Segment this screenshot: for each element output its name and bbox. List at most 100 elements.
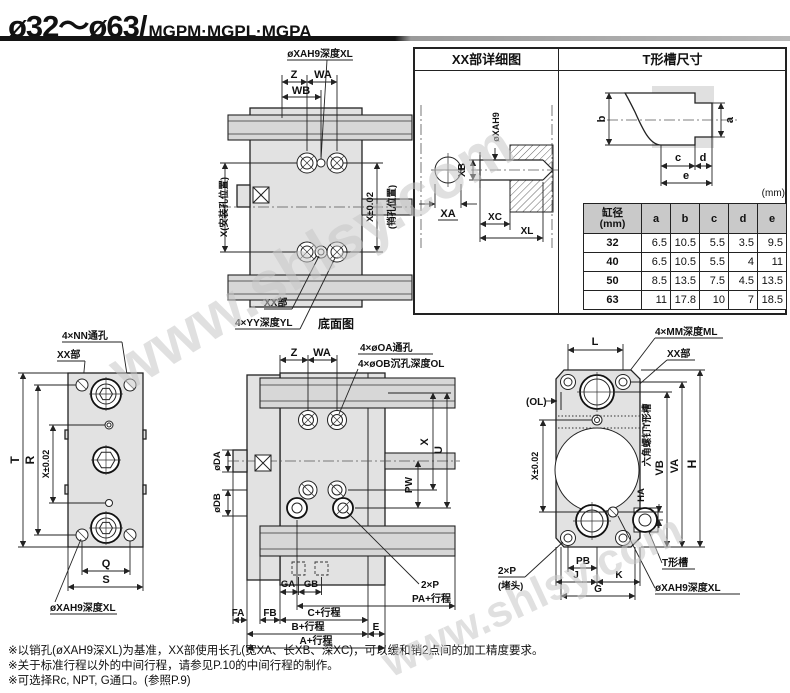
guide-rod-bottom xyxy=(259,525,456,557)
end-view-drawing: 4×NN通孔 XX部 xyxy=(8,329,147,615)
rod-bolt-bottom xyxy=(89,511,123,545)
dim-label-x-tol: X±0.02 xyxy=(530,452,540,480)
dim-label-xb: XB xyxy=(457,163,468,177)
value-cell: 13.5 xyxy=(757,271,787,291)
port-holes xyxy=(286,497,354,519)
rod-circle-bottom xyxy=(573,502,611,540)
bore-label: 缸径 xyxy=(602,206,623,219)
port-symbol xyxy=(252,186,270,204)
footnote: ※可选择Rc, NPT, G通口。(参照P.9) xyxy=(8,675,191,687)
callout-2xp: 2×P xyxy=(421,580,439,591)
callout-pin-hole: øXAH9深度XL xyxy=(50,601,116,614)
dim-label-gb: GB xyxy=(304,579,318,590)
value-cell: 4 xyxy=(728,252,758,272)
bore-cell: 63 xyxy=(583,290,642,310)
dim-label-j: J xyxy=(573,570,579,581)
tslot-table: (mm) 缸径 (mm) a b c d e 32 6.5 10.5 5.5 3… xyxy=(583,188,787,310)
bolt-holes-bottom xyxy=(296,241,348,263)
value-cell: 6.5 xyxy=(641,233,671,253)
dim-label-va: VA xyxy=(669,459,681,474)
port-symbol xyxy=(254,454,272,472)
dim-label-a: a xyxy=(724,116,736,123)
value-cell: 7.5 xyxy=(699,271,729,291)
top-corner-holes xyxy=(560,374,631,390)
callout-xx: XX部 xyxy=(667,347,690,360)
footnote: ※关于标准行程以外的中间行程，请参见P.10的中间行程的制作。 xyxy=(8,660,339,672)
value-cell: 17.8 xyxy=(670,290,700,310)
value-cell: 4.5 xyxy=(728,271,758,291)
front-view-drawing: L 4×MM深度ML XX部 xyxy=(498,325,740,600)
table-row: 40 6.5 10.5 5.5 4 11 xyxy=(583,252,787,272)
dim-label-ga: GA xyxy=(281,579,295,590)
thread-hole-hidden xyxy=(314,561,329,576)
mount-bolt-holes xyxy=(298,410,347,430)
guide-rod-circle xyxy=(577,372,617,412)
value-cell: 8.5 xyxy=(641,271,671,291)
callout-pin-hole: øXAH9深度XL xyxy=(655,581,721,594)
dim-label-s: S xyxy=(102,574,109,586)
value-cell: 5.5 xyxy=(699,252,729,272)
table-row: 32 6.5 10.5 5.5 3.5 9.5 xyxy=(583,233,787,253)
dim-label-xc: XC xyxy=(488,212,502,223)
value-cell: 18.5 xyxy=(757,290,787,310)
pin-hole-circle xyxy=(431,153,465,187)
value-cell: 3.5 xyxy=(728,233,758,253)
dim-label-pin-pos: (销孔位置) xyxy=(386,185,398,229)
counterbore-holes xyxy=(298,480,347,500)
dim-label-xa: XA xyxy=(440,208,455,220)
dim-label-fa: FA xyxy=(232,608,245,619)
thread-hole-hidden xyxy=(291,561,306,576)
dim-label-t: T xyxy=(8,456,22,464)
value-cell: 10.5 xyxy=(670,233,700,253)
value-cell: 6.5 xyxy=(641,252,671,272)
detail-panel: XX部详细图 T形槽尺寸 xyxy=(413,47,787,315)
dim-label-wa: WA xyxy=(314,69,332,81)
piston-rod-hex xyxy=(91,445,121,475)
dim-label-d: d xyxy=(700,152,707,164)
table-row: 50 8.5 13.5 7.5 4.5 13.5 xyxy=(583,271,787,291)
title-underline-bar xyxy=(0,36,790,41)
callout-pin-hole: øXAH9深度XL xyxy=(287,47,353,60)
dim-label-g: G xyxy=(594,584,602,595)
dim-label-ol: (OL) xyxy=(526,397,547,408)
callout-nn: 4×NN通孔 xyxy=(62,329,108,342)
panel-divider xyxy=(558,71,559,313)
value-cell: 11 xyxy=(757,252,787,272)
col-header-a: a xyxy=(641,203,671,234)
callout-yy: 4×YY深度YL xyxy=(235,316,293,329)
dim-label-z: Z xyxy=(291,69,298,81)
tslot-profile xyxy=(623,92,713,146)
pin-hole xyxy=(105,499,113,507)
xx-detail-header: XX部详细图 xyxy=(415,49,558,71)
side-view-drawing: Z WA 4×øOA通孔 4×øOB沉孔深度OL øDA øDB X U PW … xyxy=(212,341,460,652)
dim-label-x-tol: X±0.02 xyxy=(41,450,51,478)
bore-cell: 40 xyxy=(583,252,642,272)
tslot-profile-drawing: b a c d e xyxy=(596,86,737,187)
col-header-b: b xyxy=(670,203,700,234)
col-header-d: d xyxy=(728,203,758,234)
callout-2xp: 2×P xyxy=(498,566,516,577)
dim-label-xl: XL xyxy=(521,226,534,237)
dim-label-mount-position: X(安装孔位置) xyxy=(218,177,230,237)
bore-cell: 32 xyxy=(583,233,642,253)
callout-xx: XX部 xyxy=(57,348,80,361)
dim-label-z: Z xyxy=(291,347,298,359)
corner-holes xyxy=(75,378,137,542)
dim-label-b-stroke: B+行程 xyxy=(291,620,324,633)
dim-label-c-stroke: C+行程 xyxy=(307,606,340,619)
value-cell: 11 xyxy=(641,290,671,310)
guide-rod-top xyxy=(227,114,413,141)
value-cell: 5.5 xyxy=(699,233,729,253)
dim-label-ha: HA xyxy=(636,488,647,502)
dim-label-dxa: øXAH9 xyxy=(491,112,501,142)
dim-label-ddb: øDB xyxy=(212,493,223,513)
dim-label-x: X xyxy=(419,438,431,446)
view-caption: 底面图 xyxy=(318,316,354,331)
dim-label-pw: PW xyxy=(404,476,415,493)
value-cell: 9.5 xyxy=(757,233,787,253)
callout-ob: 4×øOB沉孔深度OL xyxy=(358,357,444,370)
table-row: 63 11 17.8 10 7 18.5 xyxy=(583,290,787,310)
dim-label-l: L xyxy=(592,336,599,348)
pin-hole-bottom xyxy=(607,506,619,518)
